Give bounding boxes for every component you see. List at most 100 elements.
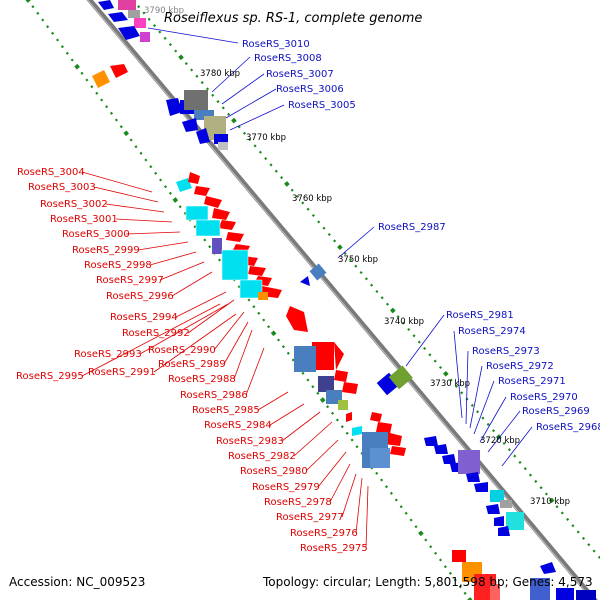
gene-label[interactable]: RoseRS_3005	[288, 100, 356, 111]
scale-tick	[158, 30, 162, 34]
gene-label[interactable]: RoseRS_3010	[242, 39, 310, 50]
gene-label[interactable]: RoseRS_2993	[74, 349, 142, 360]
scale-tick	[65, 51, 69, 55]
gene-label[interactable]: RoseRS_2991	[88, 367, 156, 378]
scale-tick	[144, 158, 148, 162]
gene-label[interactable]: RoseRS_2976	[290, 528, 358, 539]
gene-arrow	[466, 472, 480, 482]
gene-label[interactable]: RoseRS_2987	[378, 222, 446, 233]
scale-tick	[345, 431, 349, 435]
scale-tick-major	[123, 130, 130, 137]
scale-tick	[55, 38, 60, 42]
gene-label[interactable]: RoseRS_2974	[458, 326, 526, 337]
gene-block	[338, 400, 348, 410]
reverse-strand-genes	[92, 0, 500, 600]
gene-label[interactable]: RoseRS_2971	[498, 376, 566, 387]
scale-tick	[258, 150, 262, 154]
gene-block	[258, 292, 268, 300]
scale-tick-major	[442, 370, 449, 377]
gene-label[interactable]: RoseRS_2989	[158, 359, 226, 370]
scale-tick-major	[284, 181, 290, 187]
gene-label[interactable]: RoseRS_3004	[17, 167, 85, 178]
scale-tick	[394, 498, 398, 502]
scale-tick	[463, 591, 467, 595]
gene-label[interactable]: RoseRS_2999	[72, 245, 140, 256]
gene-label[interactable]: RoseRS_2972	[486, 361, 554, 372]
scale-tick	[36, 11, 40, 15]
gene-label[interactable]: RoseRS_2975	[300, 543, 368, 554]
gene-arrow	[286, 306, 308, 332]
scale-tick	[448, 571, 452, 575]
scale-tick	[380, 296, 384, 300]
gene-label[interactable]: RoseRS_2998	[84, 260, 152, 271]
scale-tick	[502, 441, 506, 445]
scale-tick	[134, 145, 138, 149]
gene-label[interactable]: RoseRS_3008	[254, 53, 322, 64]
scale-label: 3760 kbp	[292, 194, 332, 204]
gene-arrow	[384, 432, 402, 446]
scale-tick	[60, 45, 64, 49]
gene-label[interactable]: RoseRS_3001	[50, 214, 118, 225]
gene-label[interactable]: RoseRS_2985	[192, 405, 260, 416]
scale-tick	[555, 505, 559, 509]
gene-block	[195, 219, 221, 237]
gene-label[interactable]: RoseRS_2988	[168, 374, 236, 385]
gene-arrow	[376, 422, 392, 434]
gene-label[interactable]: RoseRS_2969	[522, 406, 590, 417]
scale-tick	[163, 185, 168, 189]
gene-label[interactable]: RoseRS_2968	[536, 422, 600, 433]
gene-arrow	[434, 444, 448, 454]
gene-label[interactable]: RoseRS_2977	[276, 512, 344, 523]
scale-tick	[317, 220, 321, 224]
gene-label[interactable]: RoseRS_3002	[40, 199, 108, 210]
gene-label[interactable]: RoseRS_3007	[266, 69, 334, 80]
scale-tick	[306, 378, 310, 382]
scale-tick	[301, 371, 305, 375]
scale-tick	[407, 327, 411, 332]
scale-tick	[281, 345, 285, 349]
scale-tick-major	[25, 0, 31, 3]
scale-tick	[340, 425, 344, 429]
reverse-gene-labels: RoseRS_3004 RoseRS_3003 RoseRS_3002 Rose…	[16, 167, 368, 554]
scale-tick-major	[467, 597, 473, 600]
gene-label[interactable]: RoseRS_2982	[228, 451, 296, 462]
gene-label[interactable]: RoseRS_2992	[122, 328, 190, 339]
scale-tick-major	[548, 497, 555, 504]
gene-label[interactable]: RoseRS_2980	[240, 466, 308, 477]
scale-tick	[85, 78, 89, 82]
gene-label[interactable]: RoseRS_2979	[252, 482, 320, 493]
gene-label[interactable]: RoseRS_2994	[110, 312, 178, 323]
gene-label[interactable]: RoseRS_2981	[446, 310, 514, 321]
scale-tick	[348, 258, 353, 262]
scale-tick	[129, 138, 133, 142]
gene-label[interactable]: RoseRS_2978	[264, 497, 332, 508]
scale-tick-major	[319, 397, 326, 403]
scale-tick	[438, 365, 443, 370]
scale-tick	[385, 302, 390, 306]
scale-tick	[80, 71, 84, 75]
scale-tick	[95, 91, 99, 95]
scale-label: 3740 kbp	[384, 317, 424, 327]
gene-label[interactable]: RoseRS_2970	[510, 392, 578, 403]
scale-tick	[491, 429, 496, 433]
gene-label[interactable]: RoseRS_2996	[106, 291, 174, 302]
gene-label[interactable]: RoseRS_3000	[62, 229, 130, 240]
gene-label[interactable]: RoseRS_2995	[16, 371, 84, 382]
gene-block	[128, 10, 140, 18]
scale-tick	[316, 391, 320, 395]
gene-arrow	[334, 370, 348, 382]
gene-arrow	[424, 436, 438, 446]
gene-label[interactable]: RoseRS_2997	[96, 275, 164, 286]
gene-label[interactable]: RoseRS_2983	[216, 436, 284, 447]
gene-block	[134, 18, 146, 28]
gene-label[interactable]: RoseRS_2986	[180, 390, 248, 401]
gene-label[interactable]: RoseRS_2984	[204, 420, 272, 431]
gene-label[interactable]: RoseRS_3006	[276, 84, 344, 95]
scale-tick	[137, 5, 141, 9]
gene-block	[118, 0, 136, 10]
gene-label[interactable]: RoseRS_2990	[148, 345, 216, 356]
gene-label[interactable]: RoseRS_3003	[28, 182, 96, 193]
gene-label[interactable]: RoseRS_2973	[472, 346, 540, 357]
scale-tick	[424, 538, 428, 542]
scale-tick	[41, 18, 45, 22]
